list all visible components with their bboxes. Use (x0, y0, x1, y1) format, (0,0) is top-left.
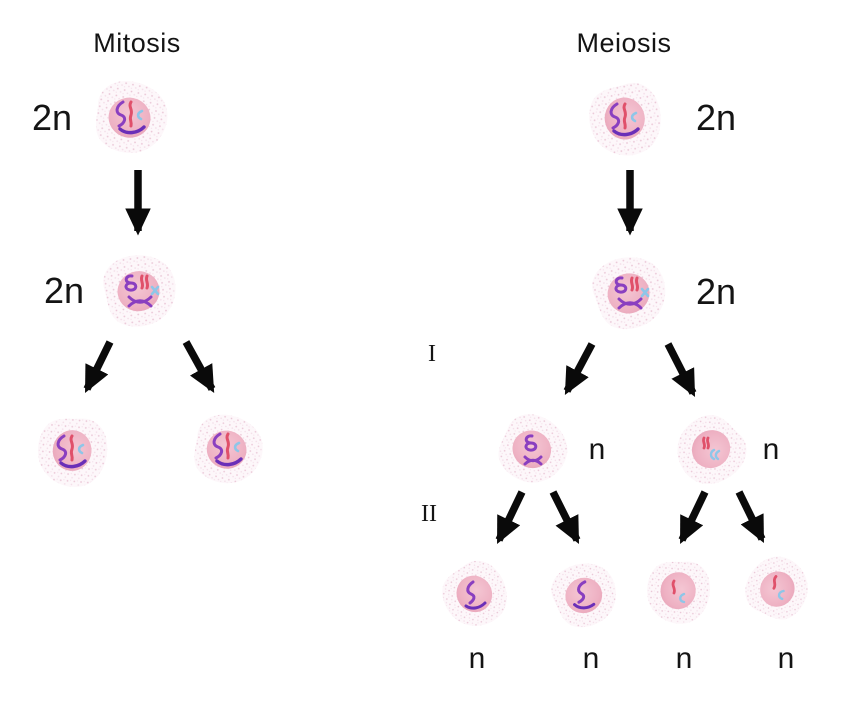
meiosis2-arrow-3 (678, 490, 709, 545)
mitosis-metaphase-ploidy-label: 2n (44, 270, 84, 311)
meiosis2-ploidy-label-2: n (583, 642, 600, 675)
meiosis2-arrow-2 (549, 490, 581, 545)
meiosis-metaphase-cell (586, 248, 674, 337)
meiosis1-arrow-left (563, 342, 596, 395)
meiosis2-ploidy-label-4: n (778, 642, 795, 675)
meiosis2-ploidy-label-1: n (469, 642, 486, 675)
meiosis1-ploidy-label-1: n (589, 433, 606, 466)
meiosis2-cell-3 (644, 558, 713, 627)
mitosis-title: Mitosis (93, 28, 181, 58)
mitosis-arrow-left (83, 340, 114, 394)
meiosis-metaphase-ploidy-label: 2n (696, 271, 736, 312)
meiosis1-arrow-right (664, 342, 697, 398)
mitosis-daughter-cell-1 (34, 414, 110, 490)
cell-body (99, 250, 181, 331)
meiosis1-cell-1 (488, 404, 579, 496)
meiosis2-cell-1 (432, 552, 519, 638)
meiosis2-cell-2 (544, 554, 626, 635)
meiosis1-cell-2 (663, 403, 757, 498)
meiosis1-ploidy-label-2: n (763, 433, 780, 466)
meiosis2-ploidy-label-3: n (676, 642, 693, 675)
mitosis-arrow-right (182, 340, 216, 393)
mitosis-metaphase-cell (99, 250, 181, 331)
cell-body (663, 403, 757, 498)
meiosis-title: Meiosis (576, 28, 671, 58)
cell-body (586, 248, 674, 337)
meiosis-parent-cell (584, 78, 667, 162)
cell-body (736, 546, 820, 630)
cell-body (544, 554, 626, 635)
meiosis-parent-ploidy-label: 2n (696, 97, 736, 138)
mitosis-parent-ploidy-label: 2n (32, 97, 72, 138)
cell-body (432, 552, 519, 638)
meiosis-division-2-label: II (421, 501, 437, 527)
meiosis2-arrow-4 (735, 490, 766, 544)
mitosis-parent-cell (89, 75, 174, 160)
mitosis-daughter-cell-2 (186, 408, 270, 492)
meiosis-division-1-label: I (428, 341, 436, 367)
meiosis2-arrow-1 (495, 490, 526, 545)
meiosis2-cell-4 (736, 546, 820, 630)
cell-body (644, 558, 713, 627)
